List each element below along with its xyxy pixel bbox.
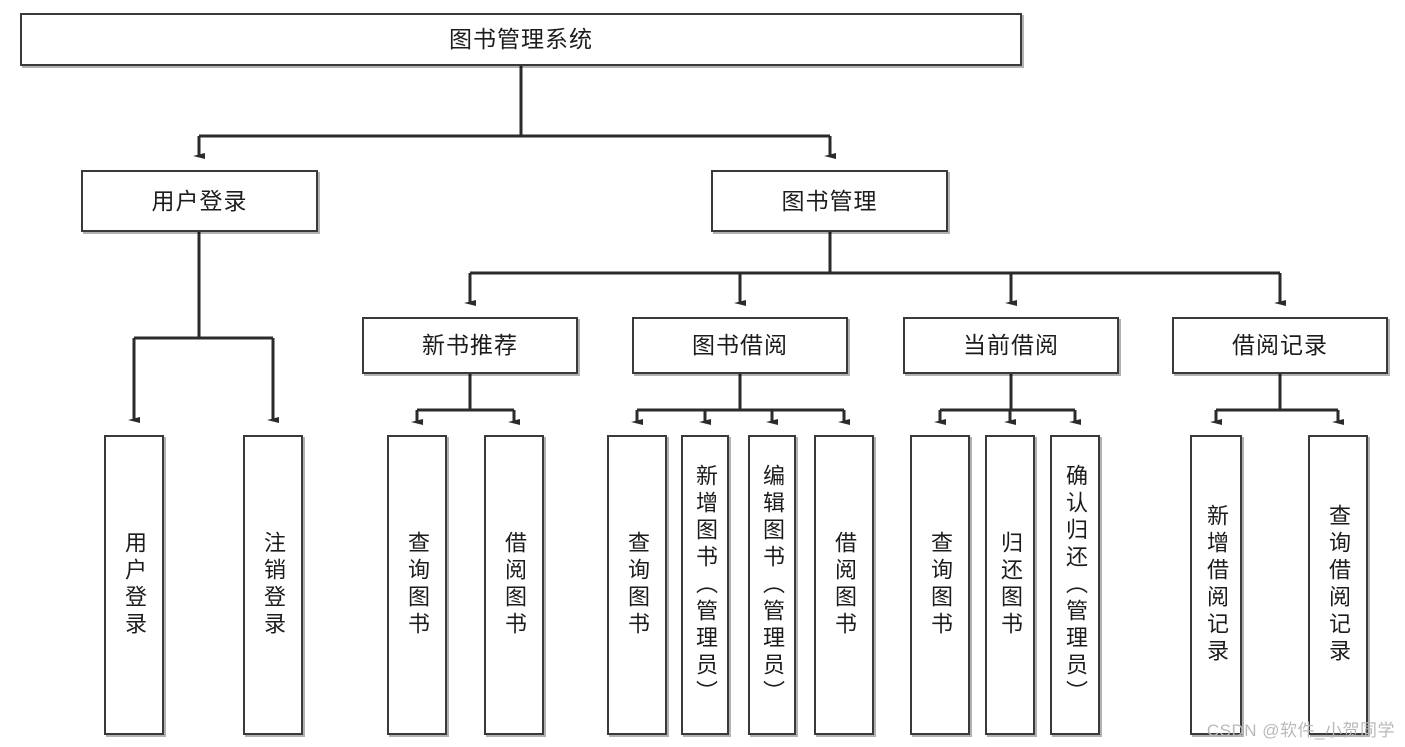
node-user-login[interactable]: 用户登录 xyxy=(81,170,318,232)
node-leaf-user-login-label: 用户登录 xyxy=(122,531,147,639)
node-leaf-return-book-label: 归还图书 xyxy=(998,531,1023,639)
node-borrow-record-label: 借阅记录 xyxy=(1232,332,1328,359)
node-leaf-add-book-admin-label: 新增图书（管理员） xyxy=(693,463,718,707)
node-current-borrow-label: 当前借阅 xyxy=(963,332,1059,359)
node-book-borrow[interactable]: 图书借阅 xyxy=(632,317,848,374)
node-leaf-query-book-rec-label: 查询图书 xyxy=(405,531,430,639)
node-leaf-add-book-admin[interactable]: 新增图书（管理员） xyxy=(681,435,729,735)
node-leaf-borrow-book-rec[interactable]: 借阅图书 xyxy=(484,435,544,735)
node-book-manage[interactable]: 图书管理 xyxy=(711,170,948,232)
node-leaf-confirm-return-admin[interactable]: 确认归还（管理员） xyxy=(1050,435,1100,735)
node-book-borrow-label: 图书借阅 xyxy=(692,332,788,359)
node-new-book-rec[interactable]: 新书推荐 xyxy=(362,317,578,374)
node-leaf-query-book-current[interactable]: 查询图书 xyxy=(910,435,970,735)
node-book-manage-label: 图书管理 xyxy=(781,187,878,214)
node-leaf-borrow-book[interactable]: 借阅图书 xyxy=(814,435,874,735)
node-leaf-add-borrow-record-label: 新增借阅记录 xyxy=(1204,504,1229,666)
node-leaf-query-borrow-record[interactable]: 查询借阅记录 xyxy=(1308,435,1368,735)
node-leaf-query-book-borrow-label: 查询图书 xyxy=(625,531,650,639)
node-leaf-return-book[interactable]: 归还图书 xyxy=(985,435,1035,735)
node-leaf-user-logout-label: 注销登录 xyxy=(261,531,286,639)
node-leaf-query-book-current-label: 查询图书 xyxy=(928,531,953,639)
node-leaf-query-book-rec[interactable]: 查询图书 xyxy=(387,435,447,735)
node-leaf-edit-book-admin-label: 编辑图书（管理员） xyxy=(760,463,785,707)
node-leaf-add-borrow-record[interactable]: 新增借阅记录 xyxy=(1190,435,1242,735)
node-leaf-borrow-book-label: 借阅图书 xyxy=(832,531,857,639)
node-leaf-query-book-borrow[interactable]: 查询图书 xyxy=(607,435,667,735)
node-new-book-rec-label: 新书推荐 xyxy=(422,332,518,359)
node-root[interactable]: 图书管理系统 xyxy=(20,13,1022,66)
node-current-borrow[interactable]: 当前借阅 xyxy=(903,317,1119,374)
node-root-label: 图书管理系统 xyxy=(449,26,593,53)
node-leaf-confirm-return-admin-label: 确认归还（管理员） xyxy=(1063,463,1088,707)
node-user-login-label: 用户登录 xyxy=(151,187,248,214)
node-leaf-borrow-book-rec-label: 借阅图书 xyxy=(502,531,527,639)
node-leaf-edit-book-admin[interactable]: 编辑图书（管理员） xyxy=(748,435,796,735)
node-borrow-record[interactable]: 借阅记录 xyxy=(1172,317,1388,374)
node-leaf-user-login[interactable]: 用户登录 xyxy=(104,435,164,735)
node-leaf-user-logout[interactable]: 注销登录 xyxy=(243,435,303,735)
node-leaf-query-borrow-record-label: 查询借阅记录 xyxy=(1326,504,1351,666)
